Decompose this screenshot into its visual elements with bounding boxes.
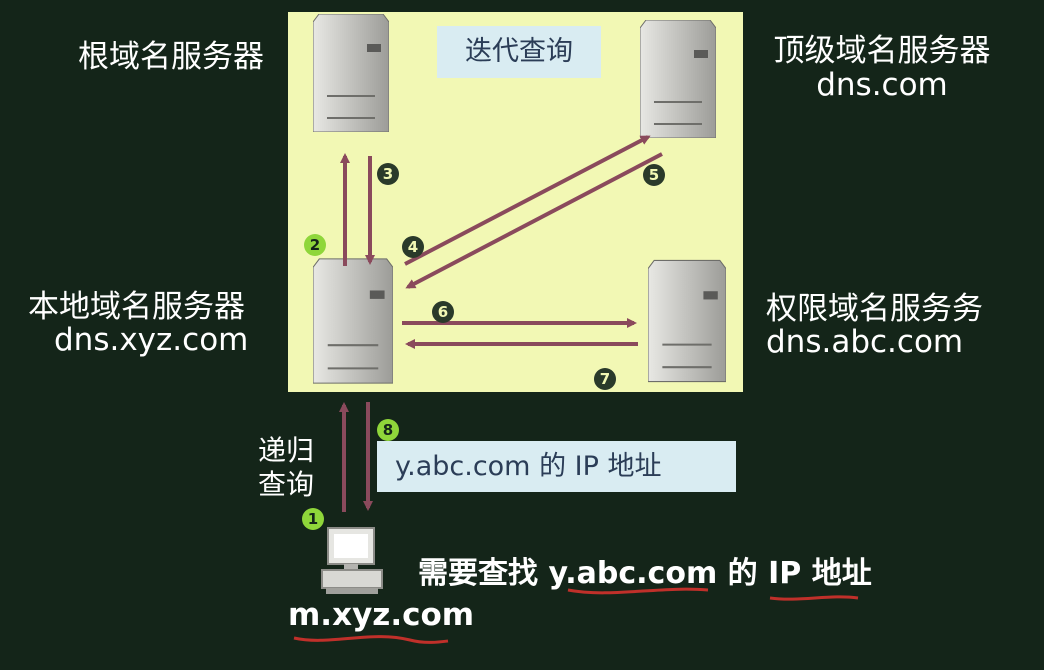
step-badge-4: 4 [402, 236, 424, 258]
need-mid: 的 [717, 556, 769, 591]
step-badge-6: 6 [432, 301, 454, 323]
step-badge-2: 2 [304, 234, 326, 256]
need-ip: IP [768, 556, 802, 591]
result-text: y.abc.com 的 IP 地址 [395, 451, 662, 482]
result-box [377, 441, 736, 492]
root-server-label: 根域名服务器 [78, 39, 264, 75]
need-statement: 需要查找 y.abc.com 的 IP 地址 [418, 548, 872, 592]
step-badge-8: 8 [377, 419, 399, 441]
tld-server-label: 顶级域名服务器 [773, 33, 991, 69]
step-badge-1: 1 [302, 508, 324, 530]
title-box [437, 26, 601, 78]
local-server-domain: dns.xyz.com [54, 322, 249, 358]
root-server-icon [313, 14, 389, 132]
recursive-label-line1: 递归 [258, 434, 315, 467]
tld-server-domain: dns.com [816, 67, 948, 103]
auth-server-label: 权限域名服务务 [766, 291, 983, 327]
step-badge-7: 7 [594, 368, 616, 390]
step-badge-5: 5 [643, 164, 665, 186]
need-suffix: 地址 [801, 556, 872, 591]
host-label: m.xyz.com [288, 597, 475, 633]
diagram-title: 迭代查询 [465, 36, 573, 67]
step-badge-3: 3 [377, 163, 399, 185]
tld-server-icon [640, 20, 716, 138]
auth-server-domain: dns.abc.com [766, 324, 964, 360]
need-prefix: 需要查找 [418, 556, 549, 591]
recursive-label-line2: 查询 [258, 468, 315, 501]
computer-icon [321, 527, 383, 594]
authoritative-server-icon [648, 258, 726, 384]
local-server-icon [313, 256, 393, 386]
need-target: y.abc.com [548, 556, 718, 591]
local-server-label: 本地域名服务器 [28, 289, 245, 325]
